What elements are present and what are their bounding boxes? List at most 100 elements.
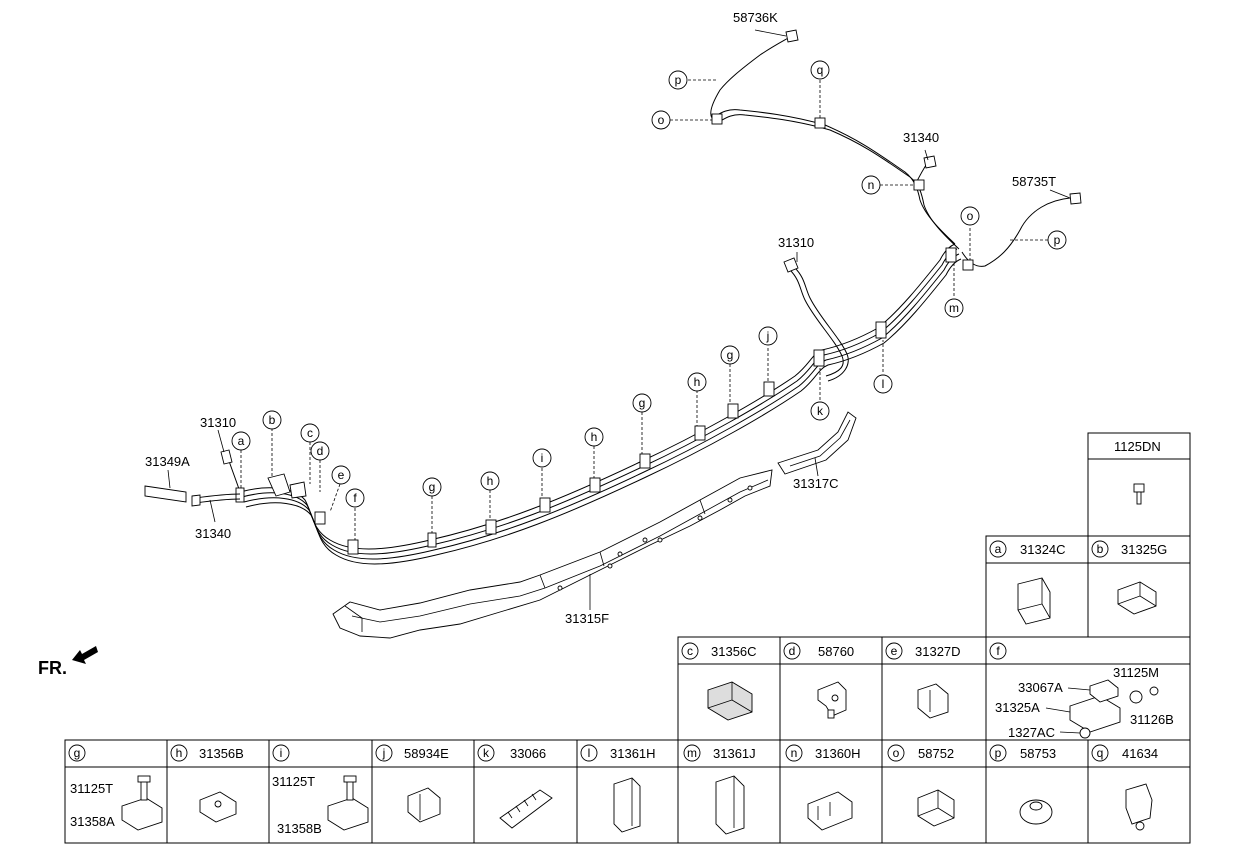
- label-31315F: 31315F: [565, 611, 609, 626]
- label-58735T: 58735T: [1012, 174, 1056, 189]
- front-label: FR.: [38, 658, 67, 678]
- callout-n1: n: [861, 175, 881, 195]
- svg-text:h: h: [694, 375, 701, 389]
- callout-h2: h: [584, 427, 604, 447]
- cell-n-part: 31360H: [815, 746, 861, 761]
- bracket-d-icon: [817, 681, 847, 719]
- svg-text:o: o: [658, 113, 665, 127]
- assembly-f-icon: [1045, 679, 1159, 739]
- callout-b1: b: [262, 410, 282, 430]
- svg-text:l: l: [588, 746, 591, 760]
- cell-c-part: 31356C: [711, 644, 757, 659]
- callout-a1: a: [231, 431, 251, 451]
- cell-i-sub-31125T: 31125T: [272, 774, 315, 789]
- clip-o-icon: [917, 789, 955, 827]
- cell-m-part: 31361J: [713, 746, 756, 761]
- callout-f1: f: [345, 488, 365, 508]
- frame-rail: [332, 469, 773, 639]
- svg-text:j: j: [382, 746, 386, 760]
- callout-h3: h: [480, 471, 500, 491]
- callout-k1: k: [810, 401, 830, 421]
- cell-a-part: 31324C: [1020, 542, 1066, 557]
- svg-text:o: o: [893, 746, 900, 760]
- callout-o2: o: [960, 206, 980, 226]
- svg-text:j: j: [766, 329, 770, 343]
- cell-b-part: 31325G: [1121, 542, 1167, 557]
- filler-hose: [144, 485, 241, 507]
- svg-text:o: o: [967, 209, 974, 223]
- callout-j1: j: [758, 326, 778, 346]
- label-31317C: 31317C: [793, 476, 839, 491]
- svg-text:p: p: [1054, 233, 1061, 247]
- svg-text:k: k: [817, 404, 824, 418]
- clip-q-icon: [1125, 783, 1153, 831]
- cell-f-sub-33067A: 33067A: [1018, 680, 1063, 695]
- cell-k-part: 33066: [510, 746, 546, 761]
- callout-e1: e: [331, 465, 351, 485]
- clip-n-icon: [807, 791, 853, 831]
- svg-text:f: f: [353, 491, 357, 505]
- svg-text:i: i: [280, 746, 283, 760]
- parts-table: 1125DN a 31324C b 31325G c 31356C d 5876…: [64, 432, 1191, 844]
- callout-d1: d: [310, 441, 330, 461]
- clip-g-icon: [121, 775, 163, 831]
- cell-j-part: 58934E: [404, 746, 449, 761]
- callout-circles: p q o n o p m l k j g h g h i h g f e d …: [231, 60, 1067, 508]
- fuel-pipe-bundle: [220, 29, 1082, 565]
- svg-text:g: g: [429, 480, 436, 494]
- clip-m-icon: [715, 775, 745, 835]
- callout-p2: p: [1047, 230, 1067, 250]
- svg-text:c: c: [307, 426, 313, 440]
- cell-e-part: 31327D: [915, 644, 961, 659]
- callout-h1: h: [687, 372, 707, 392]
- cell-h-part: 31356B: [199, 746, 244, 761]
- svg-text:d: d: [789, 644, 796, 658]
- callout-p1: p: [668, 70, 688, 90]
- svg-text:p: p: [675, 73, 682, 87]
- cell-f-sub-31126B: 31126B: [1130, 712, 1174, 727]
- callout-i1: i: [532, 448, 552, 468]
- svg-text:f: f: [996, 644, 1000, 658]
- cell-l-part: 31361H: [610, 746, 656, 761]
- svg-text:p: p: [995, 746, 1002, 760]
- clip-e-icon: [917, 683, 949, 719]
- svg-text:k: k: [483, 746, 490, 760]
- cell-f-sub-31125M: 31125M: [1113, 665, 1159, 680]
- cell-1125DN-header: 1125DN: [1114, 439, 1161, 454]
- svg-text:h: h: [591, 430, 598, 444]
- leader-lines: [167, 29, 1071, 610]
- callout-o1: o: [651, 110, 671, 130]
- callout-g1: g: [720, 345, 740, 365]
- heat-shield: [777, 411, 857, 475]
- svg-text:n: n: [868, 178, 875, 192]
- svg-text:q: q: [1097, 746, 1104, 760]
- svg-text:i: i: [541, 451, 544, 465]
- clip-h-icon: [199, 791, 237, 823]
- svg-text:g: g: [639, 396, 646, 410]
- cell-q-part: 41634: [1122, 746, 1158, 761]
- svg-text:c: c: [687, 644, 693, 658]
- svg-text:m: m: [949, 301, 959, 315]
- svg-text:b: b: [269, 413, 276, 427]
- label-31349A: 31349A: [145, 454, 190, 469]
- clip-j-icon: [407, 787, 441, 823]
- svg-text:m: m: [687, 746, 697, 760]
- label-31310-left: 31310: [200, 415, 236, 430]
- svg-text:h: h: [487, 474, 494, 488]
- svg-text:e: e: [891, 644, 898, 658]
- label-31340-left: 31340: [195, 526, 231, 541]
- cell-i-sub-31358B: 31358B: [277, 821, 322, 836]
- svg-text:g: g: [74, 746, 81, 760]
- bolt-icon: [1133, 483, 1145, 505]
- callout-q1: q: [810, 60, 830, 80]
- label-31310-right: 31310: [778, 235, 814, 250]
- svg-text:n: n: [791, 746, 798, 760]
- cell-f-sub-1327AC: 1327AC: [1008, 725, 1055, 740]
- svg-text:q: q: [817, 63, 824, 77]
- cell-g-sub-31125T: 31125T: [70, 781, 113, 796]
- grommet-p-icon: [1019, 799, 1053, 825]
- callout-g3: g: [422, 477, 442, 497]
- front-indicator: FR.: [38, 646, 98, 678]
- label-31340-top: 31340: [903, 130, 939, 145]
